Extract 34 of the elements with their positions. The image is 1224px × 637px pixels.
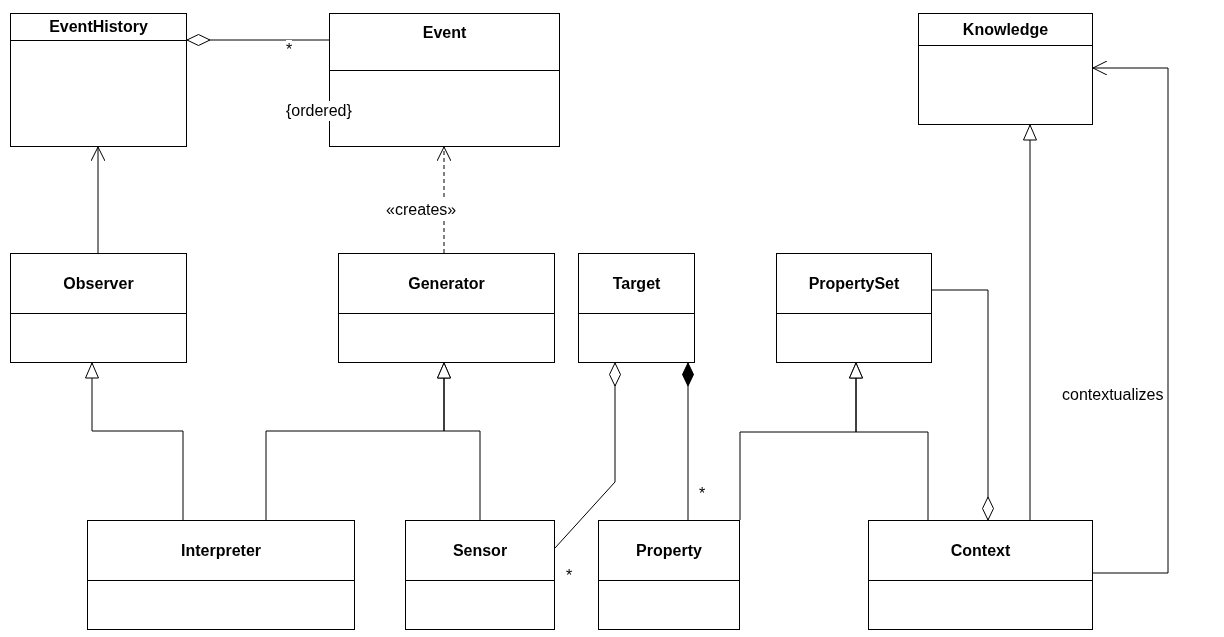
connector bbox=[1023, 124, 1037, 521]
class-box bbox=[918, 13, 1093, 125]
class-name: Interpreter bbox=[181, 540, 261, 561]
class-name: Context bbox=[950, 540, 1011, 561]
class-name: Sensor bbox=[452, 540, 508, 561]
class-box bbox=[338, 253, 555, 363]
class-name: Observer bbox=[63, 273, 134, 294]
class-box bbox=[10, 13, 187, 147]
class-box bbox=[598, 520, 740, 630]
class-box bbox=[776, 253, 932, 363]
class-name: Event bbox=[422, 23, 467, 43]
dependency-arrow bbox=[436, 146, 452, 254]
class-name: Target bbox=[612, 273, 661, 294]
class-name: Property bbox=[636, 540, 702, 561]
connector bbox=[437, 362, 481, 521]
class-box bbox=[10, 253, 187, 363]
class-name: Generator bbox=[408, 273, 485, 294]
connector bbox=[849, 362, 929, 521]
connector bbox=[1092, 60, 1169, 574]
class-box bbox=[405, 520, 555, 630]
class-box bbox=[868, 520, 1093, 630]
class-name: Knowledge bbox=[962, 19, 1049, 40]
connector bbox=[682, 362, 694, 521]
class-name: PropertySet bbox=[808, 273, 900, 294]
connector bbox=[931, 289, 994, 521]
connector bbox=[85, 362, 184, 521]
multiplicity-label: {ordered} bbox=[286, 101, 352, 121]
class-box bbox=[87, 520, 355, 630]
connector bbox=[186, 34, 330, 46]
connector bbox=[554, 362, 621, 549]
connector bbox=[90, 146, 106, 254]
edge-label: «creates» bbox=[386, 200, 457, 220]
class-box bbox=[578, 253, 695, 363]
class-name: EventHistory bbox=[49, 17, 148, 37]
